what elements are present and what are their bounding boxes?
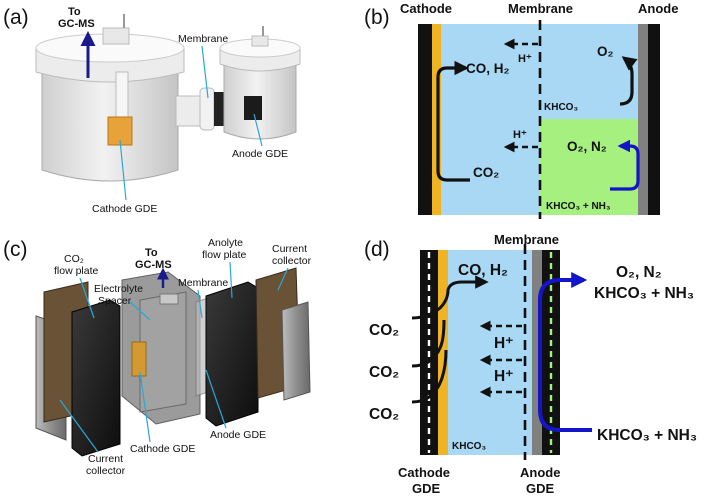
cathode-gde-d-label-line2: GDE (412, 481, 441, 496)
khco3-nh3-label: KHCO₃ + NH₃ (546, 201, 611, 212)
electrolyte-spacer-body (139, 291, 187, 413)
anode-gde-c-leader (205, 369, 227, 429)
anode-gde-d-label-line2: GDE (526, 481, 555, 496)
anode-gde-label: Anode GDE (232, 148, 288, 160)
to-gcms-label-line2: GC-MS (58, 18, 95, 30)
hplus-label-lower: H⁺ (513, 129, 527, 141)
panel-d: (d) Membrane CO, H₂ O₂, N₂ KHCO₃ + NH₃ C… (364, 232, 697, 496)
o2-n2-label: O₂, N₂ (567, 139, 607, 154)
co-h2-d-label: CO, H₂ (458, 262, 508, 279)
hplus-d-label-1: H⁺ (494, 335, 513, 352)
cathode-gde-label: Cathode GDE (92, 203, 157, 215)
anode-gde-leader (253, 113, 263, 147)
anolyte-flow-plate-label-line1: Anolyte (208, 237, 243, 249)
cathode-catalyst-layer-d (438, 250, 448, 455)
cathode-gde-c-leader (139, 371, 151, 443)
khco3-d-label: KHCO₃ (452, 441, 486, 452)
hplus-d-label-2: H⁺ (494, 368, 513, 385)
cathode-gde-in-cell (131, 341, 147, 377)
anode-catalyst-layer (638, 24, 648, 215)
anode-catalyst-layer-d (532, 250, 542, 455)
cathode-gde-d-label-line1: Cathode (398, 465, 450, 480)
hplus-label-upper: H⁺ (518, 53, 532, 65)
panel-b: (b) Cathode Membrane Anode H⁺ H⁺ CO, H₂ … (364, 1, 678, 219)
anode-gde-d-label-line1: Anode (520, 465, 560, 480)
cathode-port (102, 27, 130, 45)
membrane-header-d: Membrane (494, 232, 559, 247)
electrolyte-spacer-label-line2: Spacer (98, 295, 132, 307)
flow-cell-exploded-view (35, 267, 311, 457)
panel-c-label: (c) (3, 238, 28, 261)
co2-label: CO₂ (473, 165, 499, 180)
anolyte-flow-arrow (538, 272, 592, 432)
cathode-endplate (71, 299, 121, 457)
co2-flow-plate-label-line1: CO₂ (64, 253, 84, 265)
co2-d-label-2: CO₂ (369, 364, 399, 381)
current-collector-left-label-line1: Current (88, 453, 123, 465)
panel-b-label: (b) (364, 6, 390, 29)
cathode-header: Cathode (400, 1, 452, 16)
cathode-gde-c-label: Cathode GDE (130, 443, 195, 455)
anode-gde-c-label: Anode GDE (210, 429, 266, 441)
co2-d-label-1: CO₂ (369, 322, 399, 339)
khco3-nh3-top-label: KHCO₃ + NH₃ (594, 285, 694, 302)
co2-flow-plate-label-line2: flow plate (54, 265, 99, 277)
nh3-anolyte-region (540, 119, 638, 215)
current-collector-right-leader (277, 267, 289, 291)
membrane-c-label: Membrane (178, 277, 228, 289)
current-collector-right-label-line2: collector (272, 255, 312, 267)
o2-label: O₂ (597, 44, 614, 59)
current-collector-right-label-line1: Current (272, 243, 307, 255)
h-cell-illustration (35, 14, 301, 182)
anolyte-flow-plate-leader (229, 261, 233, 299)
co2-reduction-arrow (436, 60, 470, 182)
current-collector-left-leader (59, 399, 99, 453)
co2-feed-path-1 (411, 275, 489, 320)
co-h2-label: CO, H₂ (466, 61, 510, 76)
nh3-oxidation-arrow (610, 139, 640, 191)
anolyte-flow-plate-label-line2: flow plate (202, 249, 247, 261)
o2-n2-d-label: O₂, N₂ (616, 264, 662, 281)
cathode-electrode (418, 24, 432, 215)
current-collector-left-label-line2: collector (86, 465, 126, 477)
to-gcms-c-line2: GC-MS (135, 259, 172, 271)
anode-electrode (648, 24, 660, 215)
panel-a: (a) To GC-MS Membr (3, 6, 301, 215)
membrane-label: Membrane (178, 33, 228, 45)
panel-a-label: (a) (3, 6, 29, 29)
current-collector-right-plate (281, 301, 311, 401)
cathode-gde-leader (119, 139, 127, 201)
to-gcms-c-line1: To (145, 247, 158, 259)
anode-header: Anode (638, 1, 678, 16)
anode-gde-electrode (244, 96, 262, 120)
co2-d-label-3: CO₂ (369, 406, 399, 423)
membrane-c-leader (197, 289, 203, 319)
panel-c: (c) CO₂ flow plate To G (3, 237, 312, 477)
o2-evolution-arrow (619, 56, 638, 106)
khco3-label: KHCO₃ (544, 102, 578, 113)
electrolyte-spacer-label-line1: Electrolyte (94, 283, 143, 295)
electrolyte-spacer-leader (129, 301, 151, 321)
co2-feed-path-3 (411, 349, 448, 404)
to-gcms-label-line1: To (68, 6, 81, 18)
membrane-header: Membrane (508, 1, 573, 16)
anolyte-flow-plate (205, 281, 259, 427)
khco3-nh3-right-label: KHCO₃ + NH₃ (597, 427, 697, 444)
membrane-leader (201, 45, 209, 99)
co2-feed-path-2 (411, 319, 446, 368)
panel-d-label: (d) (364, 238, 390, 261)
co2-flow-plate-leader (79, 277, 95, 319)
